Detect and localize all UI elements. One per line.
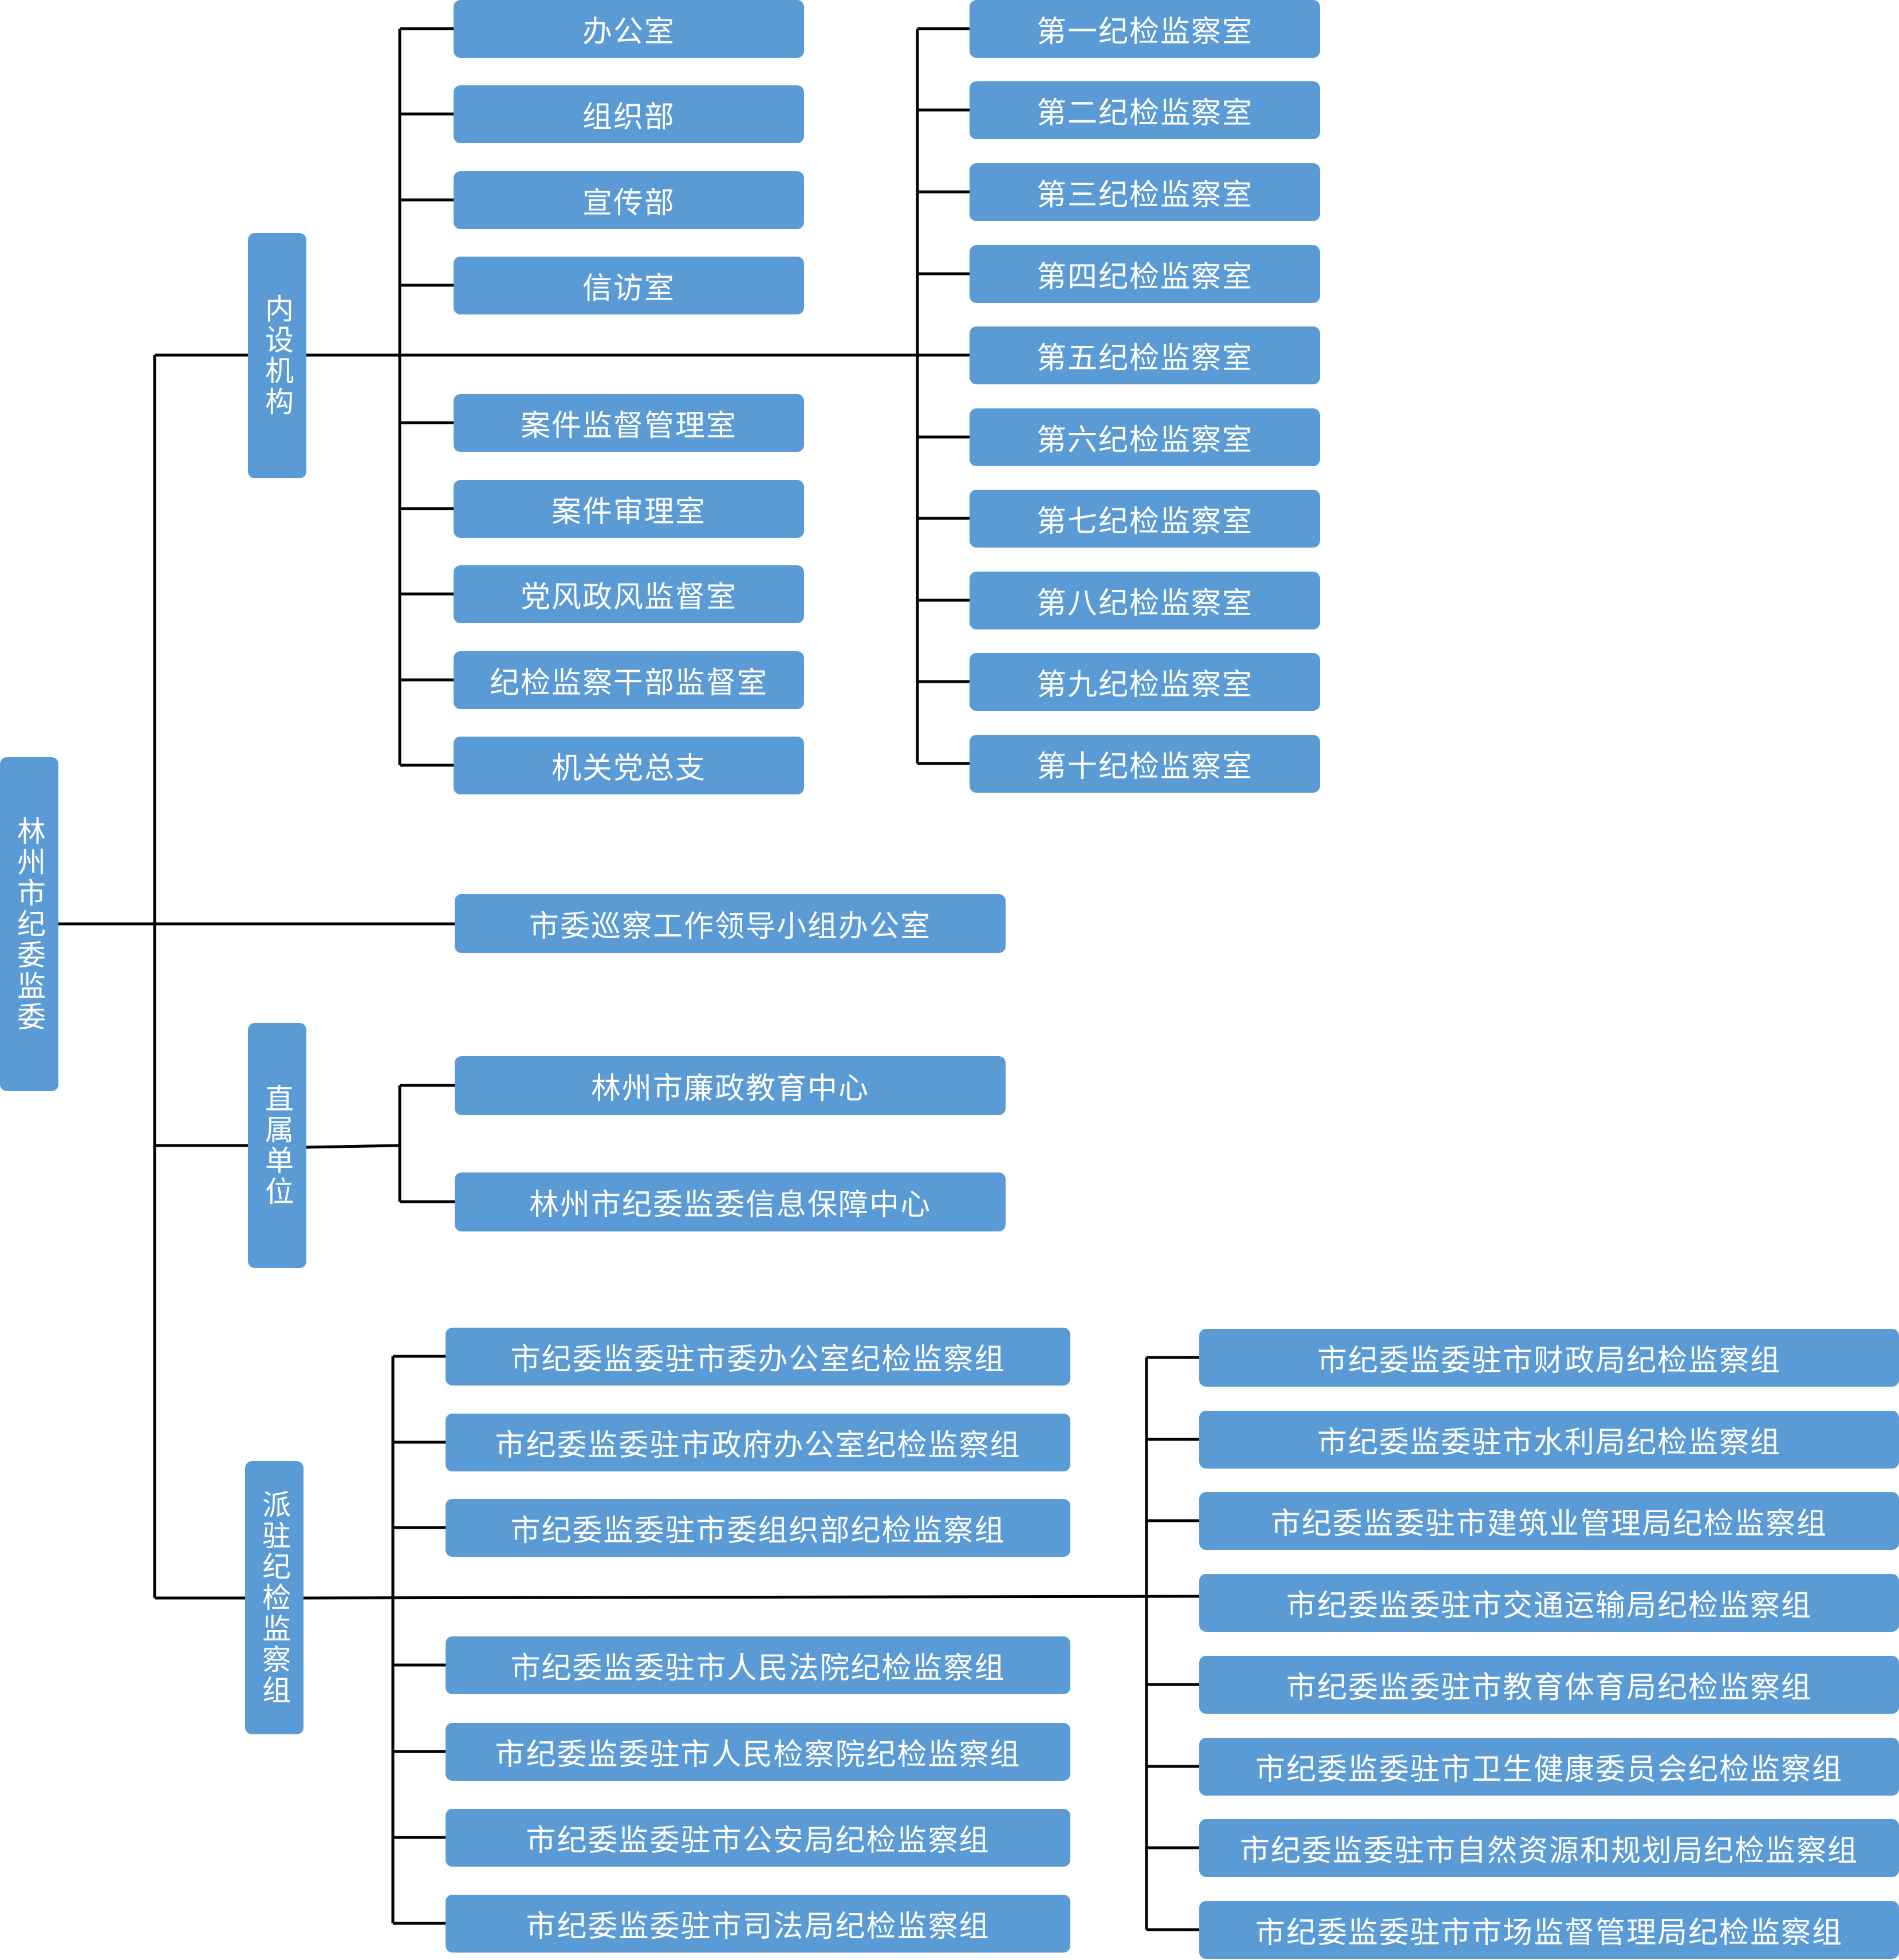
- group-label: 市纪委监委驻市委办公室纪检监察组: [510, 1343, 1006, 1377]
- xunshi-label: 市委巡察工作领导小组办公室: [529, 910, 931, 944]
- group-label: 市纪委监委驻市政府办公室纪检监察组: [495, 1428, 1021, 1463]
- group-label: 市纪委监委驻市委组织部纪检监察组: [510, 1514, 1006, 1548]
- group-node: 市纪委监委驻市人民法院纪检监察组: [446, 1636, 1070, 1694]
- office-node: 第七纪检监察室: [970, 490, 1320, 548]
- office-label: 第九纪检监察室: [1036, 668, 1253, 702]
- root-label: 林州市纪委监委: [13, 816, 46, 1033]
- dept-node: 纪检监察干部监督室: [454, 651, 804, 709]
- group-label: 市纪委监委驻市市场监督管理局纪检监察组: [1255, 1916, 1843, 1950]
- dept-label: 组织部: [582, 100, 675, 135]
- dept-node: 组织部: [454, 85, 804, 143]
- office-node: 第三纪检监察室: [970, 163, 1320, 221]
- category-label: 直属单位: [261, 1084, 294, 1207]
- dept-label: 机关党总支: [551, 751, 706, 786]
- dept-label: 办公室: [582, 15, 675, 49]
- group-node: 市纪委监委驻市市场监督管理局纪检监察组: [1199, 1901, 1899, 1959]
- office-node: 第二纪检监察室: [970, 81, 1320, 139]
- group-label: 市纪委监委驻市交通运输局纪检监察组: [1286, 1589, 1812, 1623]
- office-label: 第七纪检监察室: [1036, 505, 1253, 539]
- group-label: 市纪委监委驻市司法局纪检监察组: [526, 1910, 990, 1944]
- dept-label: 案件监督管理室: [520, 409, 737, 443]
- group-node: 市纪委监委驻市财政局纪检监察组: [1199, 1329, 1899, 1387]
- group-node: 市纪委监委驻市司法局纪检监察组: [446, 1895, 1070, 1953]
- office-node: 第十纪检监察室: [970, 735, 1320, 793]
- unit-node: 林州市纪委监委信息保障中心: [455, 1172, 1006, 1231]
- group-node: 市纪委监委驻市水利局纪检监察组: [1199, 1411, 1899, 1469]
- category-label: 派驻纪检监察组: [258, 1489, 291, 1706]
- group-node: 市纪委监委驻市委组织部纪检监察组: [446, 1499, 1070, 1557]
- unit-label: 林州市纪委监委信息保障中心: [529, 1188, 931, 1222]
- group-node: 市纪委监委驻市教育体育局纪检监察组: [1199, 1656, 1899, 1714]
- group-label: 市纪委监委驻市人民检察院纪检监察组: [495, 1738, 1021, 1772]
- dept-node: 机关党总支: [454, 737, 804, 794]
- group-label: 市纪委监委驻市人民法院纪检监察组: [510, 1651, 1006, 1686]
- group-label: 市纪委监委驻市建筑业管理局纪检监察组: [1270, 1507, 1827, 1541]
- office-node: 第四纪检监察室: [970, 245, 1320, 303]
- group-node: 市纪委监委驻市公安局纪检监察组: [446, 1809, 1070, 1867]
- dept-label: 信访室: [582, 271, 675, 306]
- office-label: 第六纪检监察室: [1036, 423, 1253, 458]
- group-node: 市纪委监委驻市自然资源和规划局纪检监察组: [1199, 1819, 1899, 1877]
- group-label: 市纪委监委驻市卫生健康委员会纪检监察组: [1255, 1753, 1843, 1787]
- group-label: 市纪委监委驻市财政局纪检监察组: [1317, 1344, 1781, 1378]
- office-label: 第四纪检监察室: [1036, 260, 1253, 294]
- category-label: 内设机构: [261, 294, 294, 418]
- group-label: 市纪委监委驻市水利局纪检监察组: [1317, 1426, 1781, 1460]
- dept-label: 宣传部: [582, 186, 675, 221]
- office-label: 第二纪检监察室: [1036, 96, 1253, 131]
- office-node: 第八纪检监察室: [970, 572, 1320, 629]
- office-label: 第五纪检监察室: [1036, 341, 1253, 376]
- dept-label: 案件审理室: [551, 495, 706, 529]
- office-label: 第八纪检监察室: [1036, 587, 1253, 621]
- office-label: 第一纪检监察室: [1036, 15, 1253, 49]
- group-label: 市纪委监委驻市自然资源和规划局纪检监察组: [1239, 1834, 1858, 1868]
- office-node: 第一纪检监察室: [970, 0, 1320, 58]
- root-node: 林州市纪委监委: [0, 757, 58, 1091]
- dept-node: 党风政风监督室: [454, 565, 804, 623]
- office-label: 第十纪检监察室: [1036, 750, 1253, 784]
- group-node: 市纪委监委驻市卫生健康委员会纪检监察组: [1199, 1738, 1899, 1796]
- xunshi-node: 市委巡察工作领导小组办公室: [455, 894, 1006, 953]
- dept-node: 办公室: [454, 0, 804, 58]
- category-neishe: 内设机构: [248, 233, 306, 478]
- dept-node: 宣传部: [454, 171, 804, 229]
- unit-node: 林州市廉政教育中心: [455, 1056, 1006, 1115]
- group-node: 市纪委监委驻市交通运输局纪检监察组: [1199, 1574, 1899, 1632]
- office-node: 第九纪检监察室: [970, 653, 1320, 711]
- dept-node: 信访室: [454, 257, 804, 314]
- category-zhishu: 直属单位: [248, 1023, 306, 1268]
- category-paizhu: 派驻纪检监察组: [245, 1461, 304, 1734]
- unit-label: 林州市廉政教育中心: [590, 1072, 869, 1106]
- group-node: 市纪委监委驻市委办公室纪检监察组: [446, 1328, 1070, 1386]
- office-label: 第三纪检监察室: [1036, 178, 1253, 212]
- dept-label: 党风政风监督室: [520, 580, 737, 615]
- dept-label: 纪检监察干部监督室: [489, 666, 768, 700]
- group-label: 市纪委监委驻市教育体育局纪检监察组: [1286, 1671, 1812, 1705]
- group-node: 市纪委监委驻市建筑业管理局纪检监察组: [1199, 1492, 1899, 1550]
- group-node: 市纪委监委驻市政府办公室纪检监察组: [446, 1414, 1070, 1471]
- dept-node: 案件审理室: [454, 480, 804, 538]
- group-label: 市纪委监委驻市公安局纪检监察组: [526, 1824, 990, 1858]
- group-node: 市纪委监委驻市人民检察院纪检监察组: [446, 1723, 1070, 1781]
- office-node: 第六纪检监察室: [970, 408, 1320, 466]
- office-node: 第五纪检监察室: [970, 326, 1320, 384]
- dept-node: 案件监督管理室: [454, 394, 804, 452]
